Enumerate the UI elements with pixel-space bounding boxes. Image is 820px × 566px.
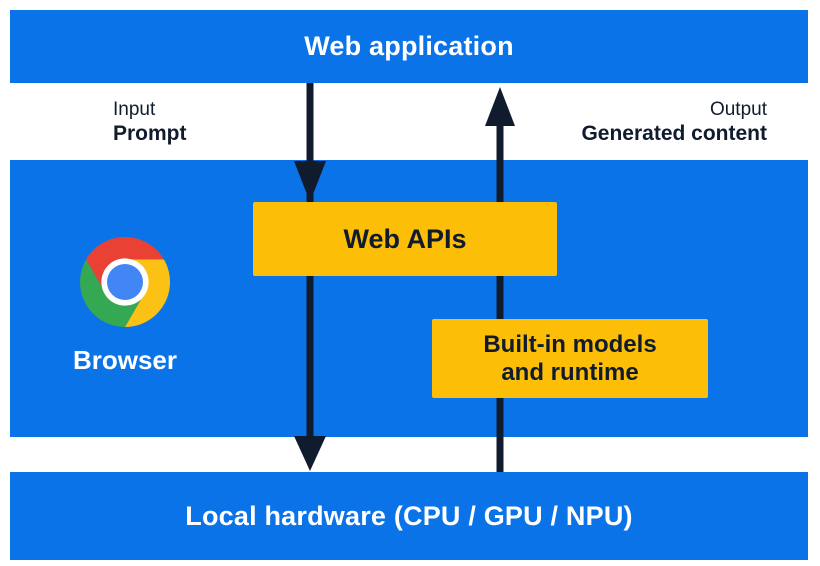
output-label-group: Output Generated content bbox=[581, 99, 767, 146]
input-label-group: Input Prompt bbox=[113, 99, 187, 146]
built-in-models-label-line1: Built-in models bbox=[483, 330, 657, 358]
output-heading: Output bbox=[709, 99, 767, 120]
built-in-models-label-line2: and runtime bbox=[501, 358, 639, 386]
local-hardware-bar: Local hardware (CPU / GPU / NPU) bbox=[10, 472, 808, 560]
web-apis-label: Web APIs bbox=[343, 223, 467, 254]
web-application-label: Web application bbox=[304, 31, 514, 61]
built-in-models-box: Built-in models and runtime bbox=[432, 319, 708, 398]
input-heading: Input bbox=[113, 99, 156, 120]
browser-label: Browser bbox=[72, 345, 178, 375]
local-hardware-label: Local hardware (CPU / GPU / NPU) bbox=[185, 500, 633, 531]
web-application-bar: Web application bbox=[10, 10, 808, 83]
input-prompt-label: Prompt bbox=[113, 122, 187, 145]
chrome-browser-icon bbox=[80, 237, 170, 327]
output-generated-content-label: Generated content bbox=[581, 122, 767, 145]
web-apis-box: Web APIs bbox=[253, 202, 557, 276]
